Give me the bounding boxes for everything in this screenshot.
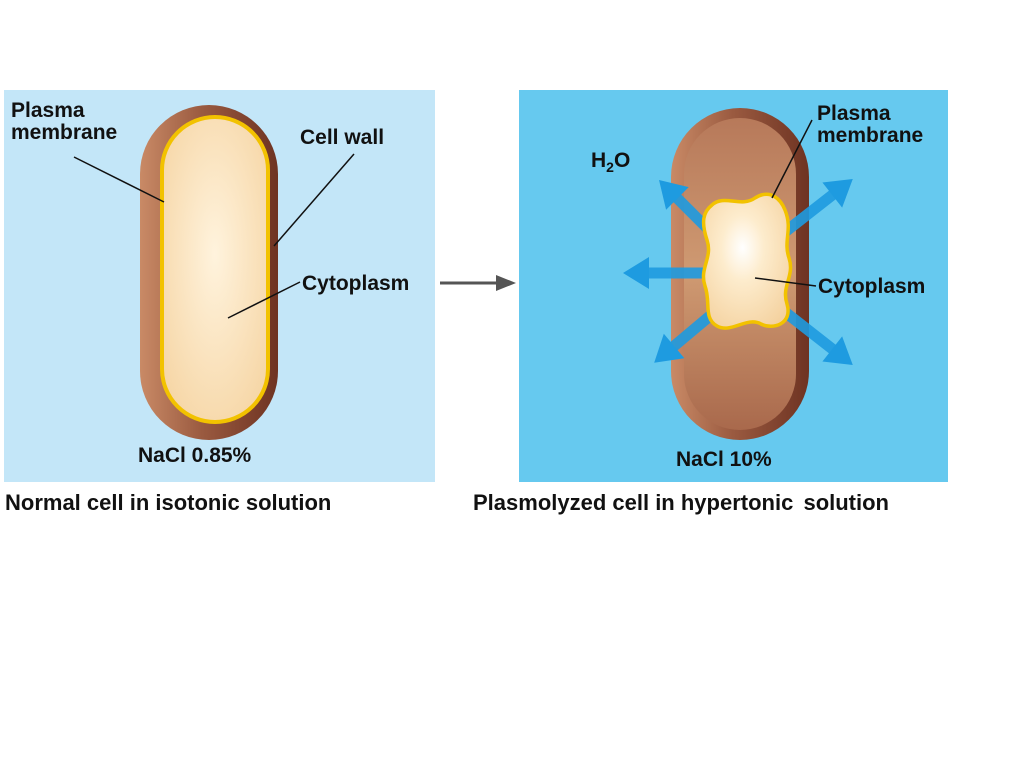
plasma-membrane-leader: [771, 119, 813, 199]
cytoplasm-leader: [227, 281, 301, 319]
nacl-concentration-label: NaCl 10%: [676, 448, 772, 471]
plasma-membrane: [160, 115, 270, 424]
cytoplasm-label: Cytoplasm: [302, 272, 410, 295]
cell-wall-label: Cell wall: [300, 126, 385, 149]
isotonic-caption: Normal cell in isotonic solution: [5, 490, 332, 515]
plasma-membrane: [701, 192, 793, 330]
hypertonic-caption: Plasmolyzed cell in hypertonic solution: [473, 490, 889, 515]
water-arrow-up-right: [779, 179, 853, 238]
water-arrow-down-right: [779, 306, 853, 365]
water-label: H2O: [591, 149, 631, 176]
plasma-membrane-leader: [73, 156, 165, 203]
plasma-membrane-label: Plasma membrane: [817, 102, 924, 147]
plasma-membrane-label: Plasma membrane: [11, 99, 118, 144]
process-arrow: [440, 275, 516, 291]
hypertonic-panel: H2O Plasma membrane Cytoplasm NaCl 10%: [519, 90, 948, 482]
nacl-concentration-label: NaCl 0.85%: [138, 444, 252, 467]
cell-wall-leader: [273, 153, 355, 247]
isotonic-cell-illustration: [73, 105, 355, 440]
cytoplasm-leader: [754, 277, 817, 287]
isotonic-panel: Plasma membrane Cell wall Cytoplasm NaCl…: [4, 90, 435, 482]
plasmolyzed-cell-illustration: [623, 108, 853, 440]
cytoplasm-label: Cytoplasm: [818, 275, 926, 298]
